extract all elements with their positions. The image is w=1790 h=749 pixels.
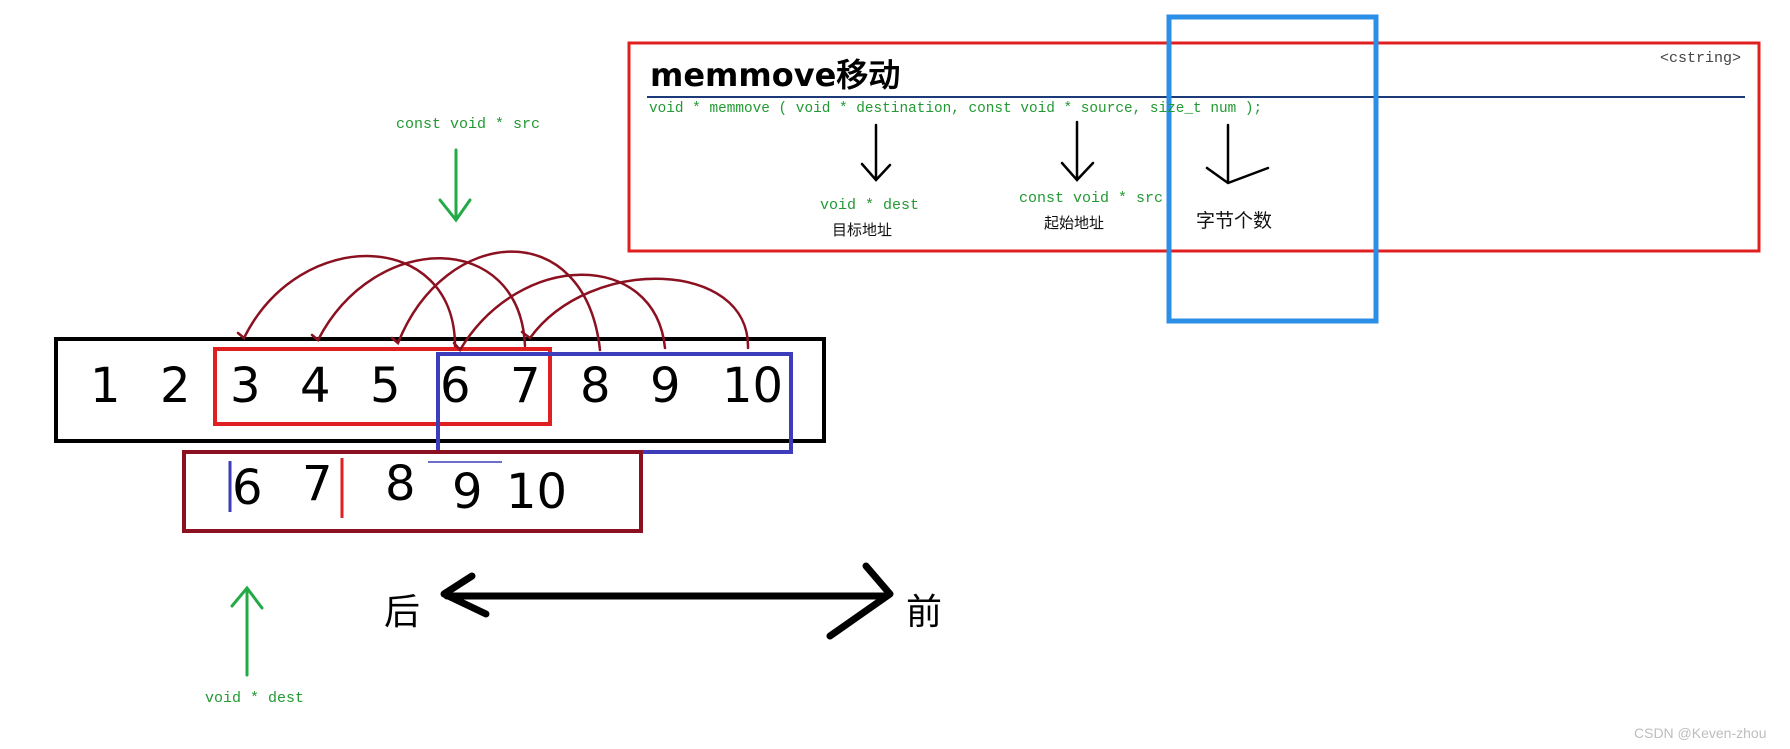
src-pointer-label: const void * src [396,116,541,133]
doc-header-tag: <cstring> [1660,50,1742,67]
copy-arcs [236,250,750,353]
dest-param-arrow [860,123,892,182]
array-value: 1 [90,358,121,414]
dest-pointer-arrow [230,585,264,677]
dest-pointer-label: void * dest [205,690,305,707]
result-value: 7 [302,456,333,512]
doc-box [627,41,1761,253]
arc-9-to-6 [452,273,667,353]
num-highlight-box [1166,14,1379,324]
num-param-arrow [1205,123,1270,185]
front-label: 前 [906,592,943,633]
arc-6-to-3 [236,254,457,348]
result-value: 9 [452,464,483,520]
array-value: 9 [650,358,681,414]
param-dest-desc: 目标地址 [832,221,893,239]
arc-10-to-7 [520,277,750,350]
watermark: CSDN @Keven-zhou [1634,725,1767,741]
result-value: 6 [232,460,263,516]
arc-8-to-5 [390,250,602,352]
result-value: 8 [385,456,416,512]
array-value: 4 [300,358,331,414]
result-box [182,450,643,533]
param-num-desc: 字节个数 [1196,210,1273,232]
array-value: 8 [580,358,611,414]
param-arrows [860,120,1270,185]
array-value: 2 [160,358,191,414]
param-src-code: const void * src [1019,190,1164,207]
direction-arrow [440,562,894,640]
doc-title: memmove移动 [650,56,901,94]
param-dest-code: void * dest [820,197,920,214]
src-param-arrow [1060,120,1095,182]
array-value: 5 [370,358,401,414]
array-value: 6 [440,358,471,414]
array-value: 7 [510,358,541,414]
back-label: 后 [384,592,421,633]
source-range-box [213,347,552,426]
array-value: 3 [230,358,261,414]
arc-7-to-4 [310,257,527,348]
doc-signature: void * memmove ( void * destination, con… [649,101,1263,117]
array-value: 10 [722,358,784,414]
src-pointer-arrow [438,148,472,223]
param-src-desc: 起始地址 [1044,214,1105,232]
result-value: 10 [506,464,568,520]
